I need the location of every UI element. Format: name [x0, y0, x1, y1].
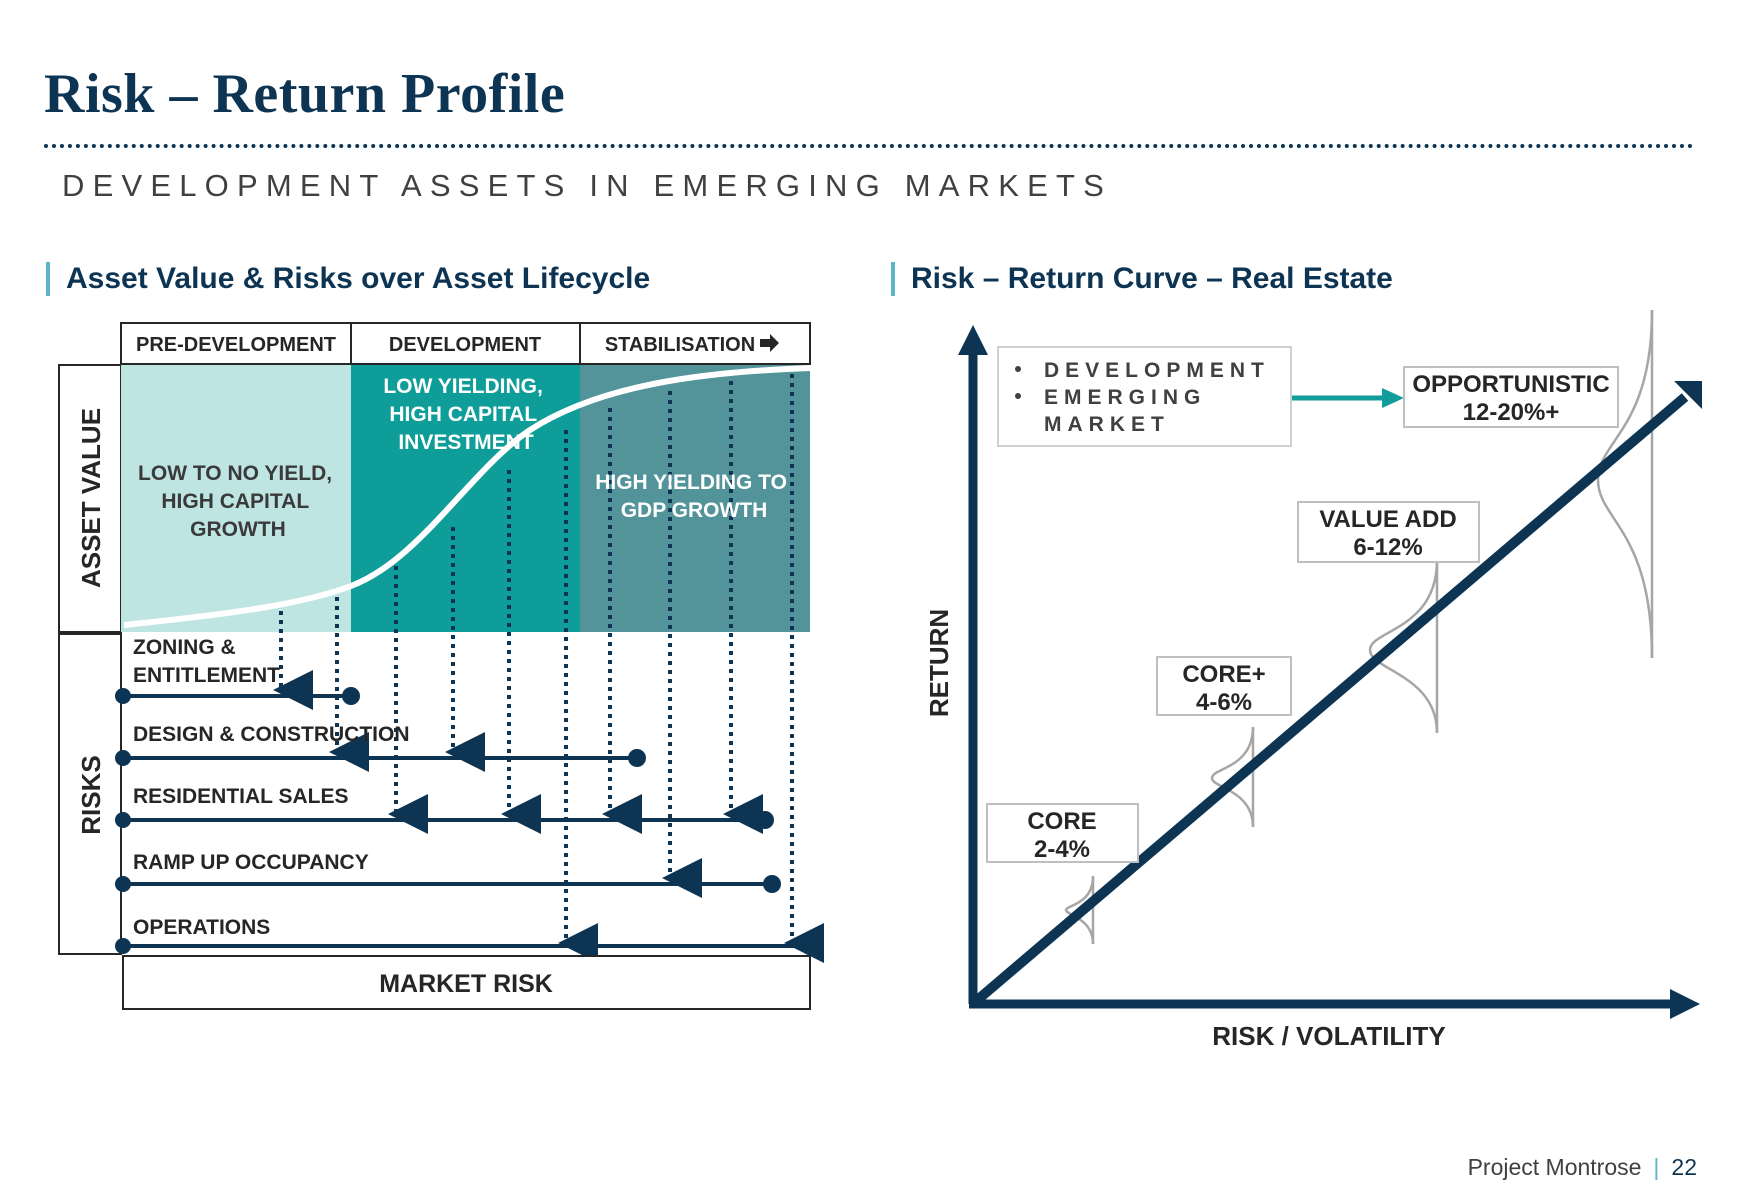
- note-box: DEVELOPMENT EMERGING MARKET: [997, 346, 1292, 447]
- note-item-development: DEVELOPMENT: [1044, 359, 1270, 382]
- svg-text:6-12%: 6-12%: [1353, 534, 1422, 561]
- risk-bar-operations: [115, 937, 819, 955]
- zone-stab-text: HIGH YIELDING TO GDP GROWTH: [595, 471, 793, 522]
- y-axis-label: RETURN: [924, 609, 954, 717]
- trend-arrowhead: [1674, 381, 1702, 409]
- footer-separator: |: [1653, 1154, 1660, 1180]
- arrow-right-icon: [1382, 388, 1404, 408]
- risk-label-residential-sales: RESIDENTIAL SALES: [133, 785, 348, 808]
- chart-axes: [958, 325, 1702, 1019]
- zone-pre-text: LOW TO NO YIELD, HIGH CAPITAL GROWTH: [138, 462, 338, 541]
- lifecycle-heading: Asset Value & Risks over Asset Lifecycle: [46, 262, 650, 296]
- footer-project: Project Montrose: [1467, 1154, 1642, 1180]
- svg-text:VALUE ADD: VALUE ADD: [1319, 506, 1456, 533]
- svg-text:4-6%: 4-6%: [1196, 689, 1252, 716]
- risk-label-operations: OPERATIONS: [133, 916, 270, 939]
- risks-label: RISKS: [76, 755, 106, 834]
- strategy-value-add: VALUE ADD 6-12%: [1297, 501, 1480, 563]
- asset-value-curve: [123, 365, 811, 628]
- market-risk-box: [122, 955, 811, 1010]
- note-arrow: [1292, 388, 1404, 408]
- x-axis-label: RISK / VOLATILITY: [1212, 1021, 1446, 1051]
- svg-text:CORE: CORE: [1027, 808, 1096, 835]
- x-axis-arrowhead: [1670, 989, 1700, 1019]
- risk-label-zoning: ZONING & ENTITLEMENT: [133, 636, 280, 687]
- risk-label-ramp-up: RAMP UP OCCUPANCY: [133, 851, 369, 874]
- phase-development: DEVELOPMENT: [389, 334, 541, 356]
- market-risk-label: MARKET RISK: [379, 970, 553, 998]
- svg-text:2-4%: 2-4%: [1034, 836, 1090, 863]
- svg-text:12-20%+: 12-20%+: [1463, 399, 1560, 426]
- bullet-icon: [1015, 393, 1021, 399]
- risk-bar-zoning: [115, 687, 360, 705]
- risk-return-heading: Risk – Return Curve – Real Estate: [891, 262, 1393, 296]
- distribution-core: [1064, 875, 1095, 945]
- phase-pre-development: PRE-DEVELOPMENT: [136, 334, 336, 356]
- distribution-opportunistic: [1596, 309, 1654, 659]
- svg-text:CORE+: CORE+: [1182, 661, 1265, 688]
- risk-label-design-construction: DESIGN & CONSTRUCTION: [133, 723, 410, 746]
- strategy-core-plus: CORE+ 4-6%: [1156, 656, 1292, 716]
- distribution-value-add: [1368, 559, 1439, 734]
- distribution-core-plus: [1210, 726, 1255, 828]
- note-item-market: MARKET: [1044, 413, 1170, 436]
- page-subtitle: DEVELOPMENT ASSETS IN EMERGING MARKETS: [62, 168, 1113, 203]
- strategy-opportunistic: OPPORTUNISTIC 12-20%+: [1403, 366, 1619, 428]
- bullet-icon: [1015, 366, 1021, 372]
- risk-bar-ramp-up: [115, 875, 781, 893]
- arrow-right-icon: [760, 334, 779, 352]
- asset-value-label: ASSET VALUE: [76, 408, 106, 588]
- risk-bars: [115, 687, 819, 955]
- phase-header: PRE-DEVELOPMENT DEVELOPMENT STABILISATIO…: [120, 322, 811, 365]
- title-divider: [44, 144, 1694, 148]
- distribution-curves: [1064, 309, 1654, 945]
- zone-pre-development: [121, 365, 351, 632]
- risk-drop-lines: [273, 374, 824, 963]
- risk-bar-design: [115, 749, 646, 767]
- strategy-core: CORE 2-4%: [986, 803, 1139, 863]
- y-axis-arrowhead: [958, 325, 988, 355]
- risks-box: [58, 633, 122, 955]
- note-item-emerging: EMERGING: [1044, 386, 1206, 409]
- page-number: 22: [1671, 1154, 1697, 1180]
- risk-bar-sales: [115, 811, 774, 829]
- page-title: Risk – Return Profile: [44, 63, 566, 125]
- zone-development: [351, 365, 580, 632]
- phase-stabilisation: STABILISATION: [605, 334, 755, 356]
- zone-dev-text: LOW YIELDING, HIGH CAPITAL INVESTMENT: [383, 375, 548, 454]
- footer: Project Montrose | 22: [1468, 1154, 1697, 1181]
- svg-text:OPPORTUNISTIC: OPPORTUNISTIC: [1412, 371, 1609, 398]
- zone-stabilisation: [580, 365, 810, 632]
